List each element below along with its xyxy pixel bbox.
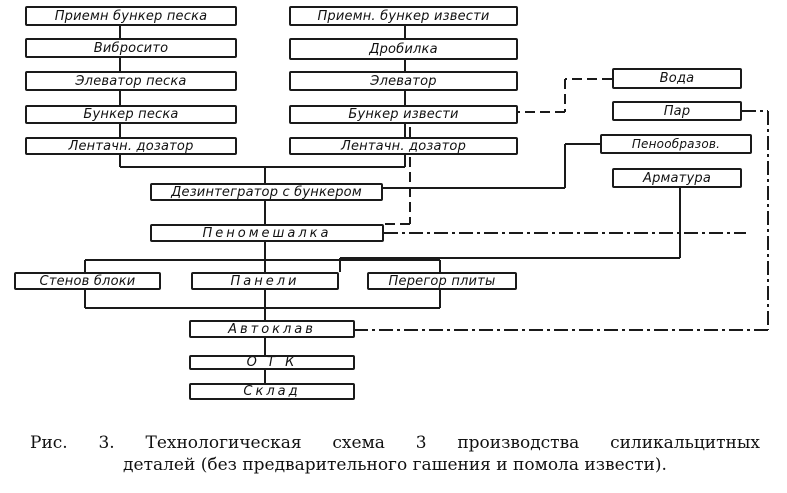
water-box: Вода bbox=[612, 68, 742, 89]
lime-elevator-box: Элеватор bbox=[289, 71, 518, 91]
sand-receiving-hopper-box: Приемн бункер песка bbox=[25, 6, 237, 26]
vibrating-screen-box: Вибросито bbox=[25, 38, 237, 58]
connector-lines bbox=[84, 26, 769, 383]
crusher-box: Дробилка bbox=[289, 38, 518, 60]
warehouse-box: Склад bbox=[189, 383, 355, 400]
disintegrator-box: Дезинтегратор с бункером bbox=[150, 183, 383, 201]
figure-caption: Рис. 3. Технологическая схема 3 производ… bbox=[30, 432, 760, 476]
sand-belt-dispenser-box: Лентачн. дозатор bbox=[25, 137, 237, 155]
panels-box: Панели bbox=[191, 272, 339, 290]
caption-line-2: деталей (без предварительного гашения и … bbox=[123, 455, 667, 475]
reinforcement-box: Арматура bbox=[612, 168, 742, 188]
qc-box: О Т К bbox=[189, 355, 355, 370]
foam-agent-box: Пенообразов. bbox=[600, 134, 752, 154]
partition-plates-box: Перегор плиты bbox=[367, 272, 517, 290]
steam-box: Пар bbox=[612, 101, 742, 121]
flow-diagram: Приемн бункер песка Вибросито Элеватор п… bbox=[14, 6, 769, 400]
autoclave-box: Автоклав bbox=[189, 320, 355, 338]
lime-hopper-box: Бункер извести bbox=[289, 105, 518, 124]
sand-hopper-box: Бункер песка bbox=[25, 105, 237, 124]
caption-line-1: Рис. 3. Технологическая схема 3 производ… bbox=[30, 433, 760, 453]
sand-elevator-box: Элеватор песка bbox=[25, 71, 237, 91]
lime-receiving-hopper-box: Приемн. бункер извести bbox=[289, 6, 518, 26]
lime-belt-dispenser-box: Лентачн. дозатор bbox=[289, 137, 518, 155]
wall-blocks-box: Стенов блоки bbox=[14, 272, 161, 290]
foam-mixer-box: Пеномешалка bbox=[150, 224, 384, 242]
